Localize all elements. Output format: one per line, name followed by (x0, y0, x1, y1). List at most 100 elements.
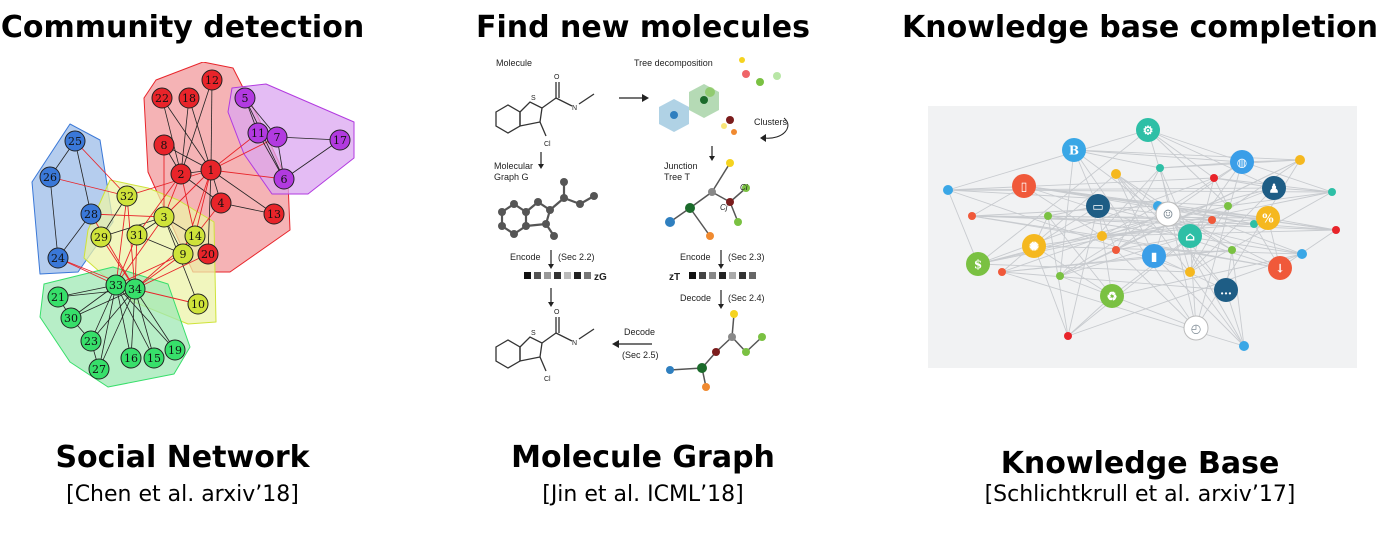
svg-text:10: 10 (191, 298, 205, 311)
kb-edge (1115, 167, 1161, 251)
svg-text:20: 20 (201, 248, 215, 261)
network-node-10: 10 (187, 293, 209, 315)
kb-dot (1208, 216, 1216, 224)
network-edge (161, 97, 182, 175)
gears-icon: ⚙ (1136, 118, 1160, 142)
network-edge (180, 97, 190, 175)
kb-edge (1189, 205, 1229, 273)
svg-text:⚙: ⚙ (1143, 124, 1154, 138)
svg-text:O: O (554, 74, 560, 81)
svg-text:(Sec 2.3): (Sec 2.3) (728, 252, 765, 262)
network-node-26: 26 (39, 166, 61, 188)
svg-text:17: 17 (333, 134, 347, 147)
kb-edge (1189, 161, 1243, 237)
kb-dot (1295, 155, 1305, 165)
kb-edge (1211, 219, 1303, 255)
svg-text:11: 11 (251, 127, 265, 140)
svg-text:1: 1 (208, 164, 215, 177)
kb-edge (1159, 159, 1301, 169)
network-node-2: 2 (170, 163, 192, 185)
network-edge (283, 139, 341, 180)
svg-text:O: O (554, 309, 560, 316)
decode-t-label: Decode (680, 293, 711, 303)
kb-edge (947, 129, 1149, 191)
kb-edge (1227, 191, 1333, 207)
community-hull-yellow (83, 179, 217, 325)
network-node-28: 28 (80, 203, 102, 225)
kb-edge (1147, 129, 1275, 189)
svg-text:27: 27 (92, 363, 106, 376)
kb-dot (1112, 246, 1120, 254)
network-edge (134, 288, 155, 359)
kb-edge (1047, 215, 1303, 255)
kb-dot (1111, 169, 1121, 179)
network-edge (180, 173, 196, 237)
network-edge (207, 169, 212, 255)
network-edge (188, 97, 212, 171)
network-node-14: 14 (184, 225, 206, 247)
svg-text:26: 26 (43, 171, 57, 184)
network-edge (90, 213, 136, 290)
kb-edge (1073, 149, 1161, 169)
kb-dot (968, 212, 976, 220)
svg-text:12: 12 (205, 74, 219, 87)
kb-edge (1101, 205, 1159, 237)
svg-text:13: 13 (267, 208, 281, 221)
kb-dot (1328, 188, 1336, 196)
svg-text:25: 25 (68, 135, 82, 148)
svg-text:8: 8 (161, 139, 168, 152)
kb-edge (1059, 167, 1161, 277)
network-node-16: 16 (120, 347, 142, 369)
svg-text:Cl: Cl (544, 376, 551, 383)
svg-text:7: 7 (274, 131, 281, 144)
knowledge-base-caption: Knowledge Base (1000, 446, 1280, 481)
network-edge (90, 288, 136, 342)
network-edge (130, 288, 136, 359)
network-node-27: 27 (88, 358, 110, 380)
junction-tree-vae-diagram: Molecule Tree decomposition S O N Cl (494, 57, 789, 391)
kb-dot (1064, 332, 1072, 340)
knowledge-base-citation: [Schlichtkrull et al. arxiv’17] (984, 482, 1296, 507)
kb-edge (1067, 205, 1099, 337)
kb-edge (1073, 149, 1301, 161)
svg-text:18: 18 (182, 92, 196, 105)
svg-text:4: 4 (218, 197, 225, 210)
input-molecule-structure (495, 82, 595, 137)
network-edge (276, 136, 341, 141)
kb-edge (1115, 173, 1245, 347)
kb-edge (1189, 235, 1197, 329)
network-node-29: 29 (90, 226, 112, 248)
kb-edge (971, 215, 1255, 225)
bitcoin-icon: B (1062, 138, 1086, 162)
network-node-30: 30 (60, 307, 82, 329)
globe-icon: ◍ (1230, 150, 1254, 174)
kb-edge (947, 189, 979, 265)
network-edge (115, 284, 155, 359)
social-network-caption: Social Network (55, 440, 310, 475)
svg-text:◍: ◍ (1237, 156, 1248, 170)
molecule-panel: Find new molecules Molecule Tree decompo… (462, 0, 824, 548)
kb-edge (1115, 235, 1191, 251)
network-edge (115, 195, 128, 286)
svg-text:30: 30 (64, 312, 78, 325)
kb-edge (1033, 245, 1069, 337)
junction-label: Junction (664, 161, 698, 171)
kb-edge (971, 215, 1281, 269)
kb-edge (1001, 213, 1169, 273)
network-node-25: 25 (64, 130, 86, 152)
recycle-icon: ♻ (1100, 284, 1124, 308)
svg-text:24: 24 (51, 252, 65, 265)
network-edge (194, 169, 212, 237)
find-new-molecules-heading: Find new molecules (475, 10, 811, 45)
network-edge (163, 169, 212, 218)
tree-t-label: Tree T (664, 172, 691, 182)
svg-text:33: 33 (109, 279, 123, 292)
svg-text:S: S (531, 95, 536, 102)
svg-text:34: 34 (128, 283, 142, 296)
kb-edge (1189, 177, 1215, 273)
svg-text:9: 9 (180, 248, 187, 261)
kb-dot (1250, 220, 1258, 228)
kb-edge (1101, 223, 1255, 237)
network-node-22: 22 (151, 87, 173, 109)
